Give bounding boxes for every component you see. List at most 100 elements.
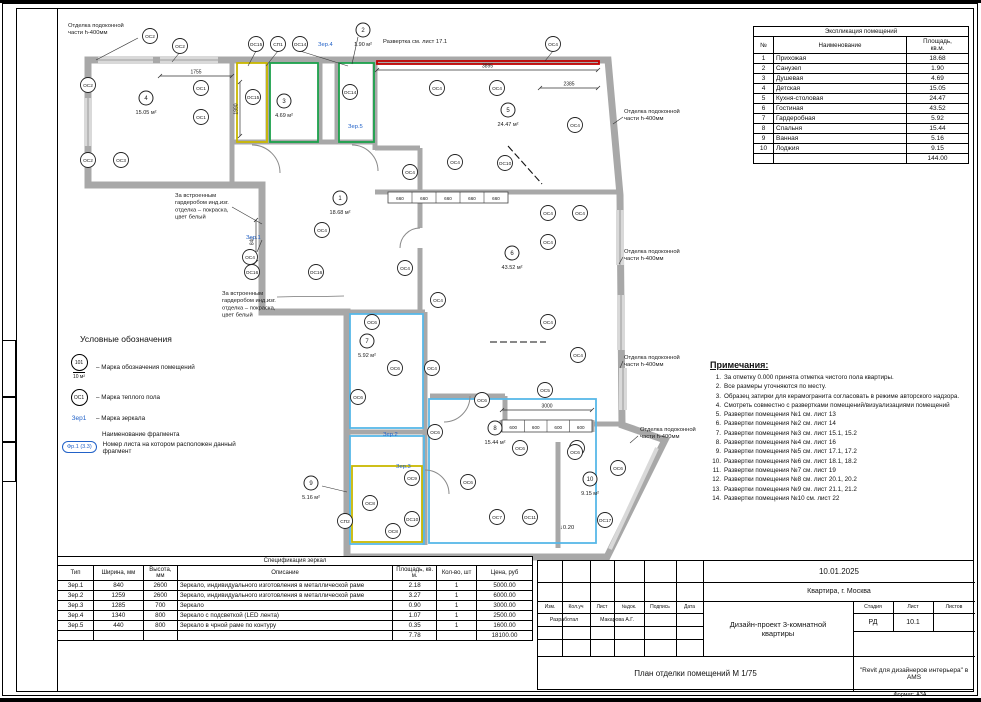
room-tag-icon: 101 10 м² — [62, 354, 96, 380]
svg-text:За встроенным: За встроенным — [175, 193, 216, 199]
room-tag-number: 101 — [70, 354, 88, 371]
spec-header-cell: Площадь, кв. м. — [392, 565, 438, 581]
explication-col-area-line2: кв.м. — [930, 45, 945, 52]
spec-total-cell — [176, 630, 394, 641]
svg-text:Зер.2: Зер.2 — [383, 432, 398, 438]
spec-cell: 1 — [436, 600, 478, 611]
note-item: 10.Развертки помещения №6 см. лист 18.1,… — [710, 458, 976, 466]
svg-text:ОС4: ОС4 — [573, 353, 583, 359]
note-number: 14. — [712, 494, 721, 502]
explication-no: 10 — [753, 143, 774, 154]
titleblock-col-header: Изм. — [544, 604, 556, 610]
svg-text:ОС17: ОС17 — [599, 518, 612, 524]
note-text: За отметку 0.000 принята отметка чистого… — [724, 374, 894, 381]
note-item: 2.Все размеры уточняются по месту. — [710, 383, 976, 391]
svg-text:ОС5: ОС5 — [540, 388, 550, 394]
note-text: Смотреть совместно с развертками помещен… — [724, 401, 950, 409]
note-number: 3. — [715, 392, 721, 400]
note-number: 10. — [712, 457, 721, 465]
spec-header-cell: Высота, мм — [142, 565, 178, 581]
svg-text:ОС6: ОС6 — [463, 480, 473, 486]
svg-text:4.69 м²: 4.69 м² — [275, 113, 293, 119]
svg-text:24.47 м²: 24.47 м² — [498, 122, 519, 128]
spec-cell: 6000.00 — [476, 590, 533, 601]
spec-cell: 1 — [436, 610, 478, 621]
spec-cell: 1 — [436, 620, 478, 631]
svg-text:43.52 м²: 43.52 м² — [502, 265, 523, 271]
note-item: 1.За отметку 0.000 принята отметка чисто… — [710, 374, 976, 382]
svg-text:660: 660 — [468, 196, 476, 201]
svg-text:Отделка подоконной: Отделка подоконной — [624, 108, 680, 115]
svg-text:части h-400мм: части h-400мм — [624, 116, 663, 122]
svg-text:цвет белый: цвет белый — [222, 312, 253, 319]
note-text: Развертки помещения №2 см. лист 14 — [724, 420, 836, 428]
svg-text:ОС9: ОС9 — [407, 476, 417, 482]
titleblock-col-header: Дата — [683, 604, 696, 610]
spec-cell: 0.90 — [392, 600, 438, 611]
svg-text:гардеробом инд.изг.: гардеробом инд.изг. — [222, 298, 276, 304]
spec-cell: 800 — [142, 620, 178, 631]
titleblock-line — [538, 582, 975, 583]
spec-total-cell: 18100.00 — [476, 630, 533, 641]
explication-title: Экспликация помещений — [753, 26, 969, 37]
titleblock-col-header: №док. — [621, 604, 637, 610]
spec-cell: Зеркало — [176, 600, 394, 611]
note-item: 6.Развертки помещения №2 см. лист 14 — [710, 420, 976, 428]
explication-area: 9.15 — [906, 143, 969, 154]
svg-text:Отделка подоконной: Отделка подоконной — [640, 426, 696, 433]
svg-text:ОС15: ОС15 — [247, 95, 260, 101]
svg-text:ОС10: ОС10 — [499, 161, 512, 167]
note-number: 11. — [712, 466, 721, 474]
explication-name: Прихожая — [773, 53, 907, 64]
explication-area: 18.68 — [906, 53, 969, 64]
svg-text:Развертка см. лист 17.1: Развертка см. лист 17.1 — [383, 39, 447, 45]
spec-cell: 1 — [436, 580, 478, 591]
spec-title: Спецификация зеркал — [57, 556, 533, 566]
svg-text:2: 2 — [361, 28, 365, 34]
explication-name: Гостиная — [773, 103, 907, 114]
spec-cell: Зер.1 — [57, 580, 94, 591]
svg-text:СП2: СП2 — [340, 519, 350, 525]
spec-cell: 2600 — [142, 580, 178, 591]
svg-text:840: 840 — [250, 237, 256, 246]
svg-text:3: 3 — [282, 99, 286, 105]
note-text: Все размеры уточняются по месту. — [724, 383, 827, 391]
svg-text:ОС6: ОС6 — [477, 398, 487, 404]
svg-text:Отделка подоконной: Отделка подоконной — [68, 22, 124, 29]
note-number: 4. — [715, 401, 721, 409]
svg-text:Зер.5: Зер.5 — [348, 124, 363, 130]
note-number: 8. — [715, 439, 721, 447]
mirror-mark-icon: Зер1 — [62, 415, 96, 422]
side-stamp-box — [2, 397, 16, 442]
explication-total-value: 144.00 — [906, 153, 969, 164]
spec-cell: Зеркало в чрной раме по контуру — [176, 620, 394, 631]
titleblock-line — [644, 561, 645, 656]
svg-text:Зер.3: Зер.3 — [396, 464, 411, 470]
svg-text:1990: 1990 — [234, 103, 240, 114]
titleblock-line — [538, 639, 703, 640]
svg-text:ОС4: ОС4 — [427, 366, 437, 372]
spec-total-cell — [436, 630, 478, 641]
note-text: Развертки помещения №3 см. лист 15.1, 15… — [724, 429, 857, 437]
titleblock-line — [933, 601, 934, 631]
svg-text:ОС4: ОС4 — [543, 240, 553, 246]
svg-text:1: 1 — [338, 196, 342, 202]
svg-text:3000: 3000 — [541, 404, 552, 410]
explication-area: 5.16 — [906, 133, 969, 144]
note-text: Развертки помещения №6 см. лист 18.1, 18… — [724, 457, 857, 465]
svg-text:600: 600 — [554, 425, 562, 430]
legend-fragment-desc: Номер листа на котором расположен данный… — [102, 441, 236, 455]
explication-name: Ванная — [773, 133, 907, 144]
note-number: 1. — [715, 374, 721, 381]
explication-table: Экспликация помещений № Наименование Пло… — [753, 26, 969, 164]
